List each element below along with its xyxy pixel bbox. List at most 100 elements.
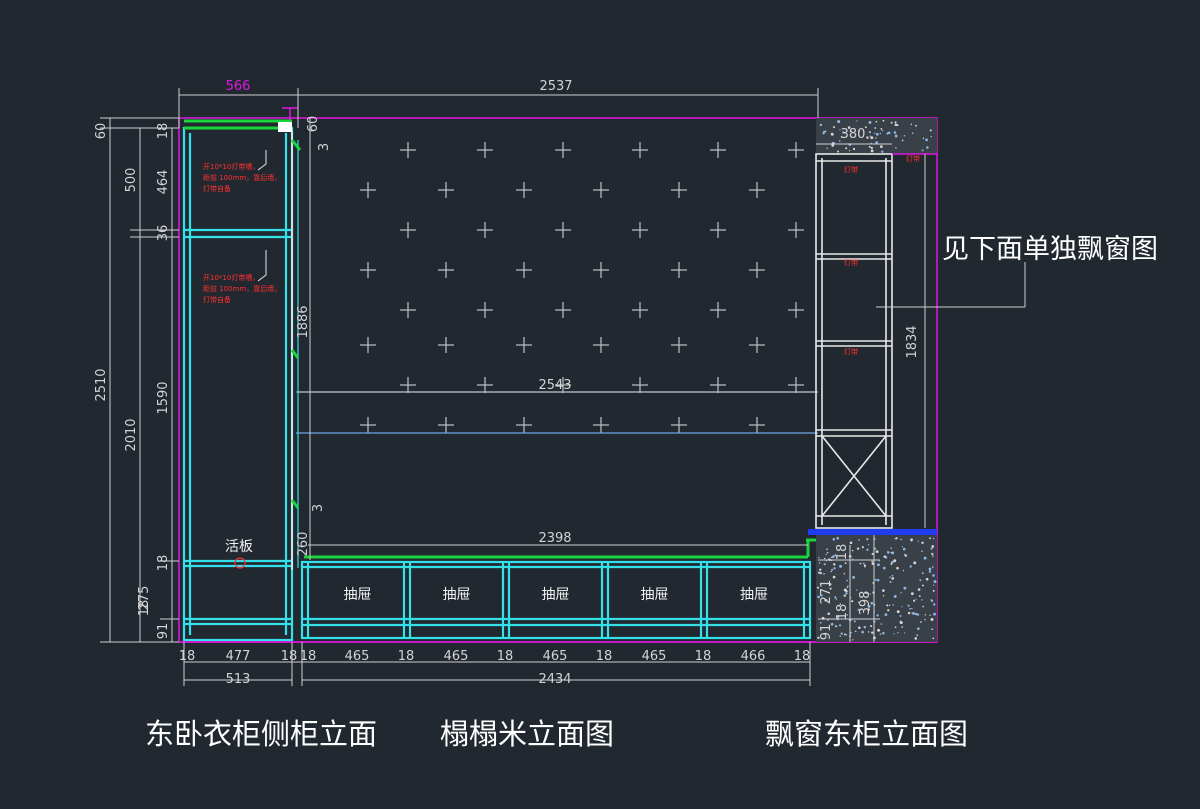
stone-speckle — [819, 621, 822, 624]
stone-speckle — [846, 614, 848, 616]
stone-speckle — [853, 620, 856, 623]
stone-speckle — [873, 132, 876, 134]
stone-speckle — [837, 120, 839, 122]
stone-speckle — [844, 562, 847, 565]
stone-speckle — [882, 631, 885, 635]
stone-speckle — [894, 121, 897, 124]
dim-mid-1886: 1886 — [296, 305, 311, 338]
stone-speckle — [910, 123, 913, 126]
stone-speckle — [823, 563, 826, 566]
stone-speckle — [868, 130, 871, 134]
stone-speckle — [896, 566, 899, 570]
stone-speckle — [912, 611, 915, 615]
stone-speckle — [912, 132, 914, 134]
stone-speckle — [879, 633, 881, 635]
stone-speckle — [839, 564, 842, 568]
stone-speckle — [928, 567, 932, 571]
stone-speckle — [886, 604, 889, 607]
stone-speckle — [866, 548, 869, 551]
stone-speckle — [932, 537, 935, 540]
stone-speckle — [867, 604, 871, 608]
stone-speckle — [890, 547, 892, 549]
stone-speckle — [930, 547, 933, 550]
stone-speckle — [914, 637, 918, 640]
stone-speckle — [877, 628, 881, 632]
stone-speckle — [925, 577, 929, 581]
stone-speckle — [840, 136, 843, 138]
stone-speckle — [933, 612, 936, 616]
stone-speckle — [899, 614, 902, 618]
stone-speckle — [831, 143, 835, 147]
dim-bottom-segment: 18 — [794, 649, 811, 664]
stone-speckle — [834, 554, 837, 556]
stone-speckle — [890, 562, 893, 565]
stone-speckle — [932, 589, 935, 592]
dim-total-bed: 2434 — [538, 672, 571, 687]
stone-speckle — [852, 639, 854, 641]
stone-speckle — [843, 633, 846, 636]
stone-speckle — [923, 556, 927, 560]
dim-mid-260: 260 — [296, 532, 311, 557]
stone-speckle — [881, 150, 884, 153]
stone-speckle — [823, 572, 825, 575]
stone-speckle — [900, 538, 902, 541]
stone-speckle — [826, 551, 829, 554]
stone-speckle — [833, 126, 836, 129]
stone-speckle — [830, 570, 832, 573]
dim-wall-width: 2543 — [538, 378, 571, 393]
stone-speckle — [875, 550, 879, 554]
stone-speckle — [856, 547, 860, 550]
stone-speckle — [931, 545, 935, 548]
stone-speckle — [863, 625, 867, 629]
stone-speckle — [817, 595, 820, 599]
stone-speckle — [843, 588, 847, 592]
stone-speckle — [929, 537, 931, 540]
stone-speckle — [893, 594, 897, 598]
stone-speckle — [919, 579, 922, 582]
stone-speckle — [903, 134, 906, 137]
stone-speckle — [840, 632, 843, 635]
stone-speckle — [836, 615, 840, 618]
stone-speckle — [819, 571, 822, 574]
dimension-lines — [100, 88, 1026, 686]
stone-speckle — [871, 631, 874, 634]
dim-bottom-segment: 18 — [596, 649, 613, 664]
dim-bottom-segment: 18 — [497, 649, 514, 664]
stone-speckle — [911, 612, 913, 614]
drawer-label: 抽屉 — [740, 587, 768, 603]
stone-speckle — [933, 580, 937, 584]
stone-speckle — [848, 149, 851, 152]
stone-speckle — [874, 547, 877, 550]
dim-total-left: 513 — [226, 672, 251, 687]
stone-speckle — [890, 551, 892, 554]
stone-speckle — [893, 633, 895, 635]
stone-speckle — [839, 635, 842, 638]
stone-speckle — [890, 121, 893, 124]
stone-speckle — [868, 544, 870, 546]
stone-speckle — [886, 133, 888, 135]
dim-left-inner: 18 — [137, 600, 152, 617]
stone-speckle — [824, 130, 827, 133]
stone-speckle — [823, 130, 826, 133]
stone-speckle — [894, 134, 898, 138]
dim-left-outer-60: 60 — [94, 123, 109, 140]
stone-speckle — [847, 126, 851, 129]
stone-speckle — [891, 574, 894, 577]
stone-speckle — [882, 589, 885, 592]
stone-speckle — [833, 563, 836, 566]
stone-speckle — [929, 614, 931, 616]
stone-speckle — [894, 626, 897, 628]
stone-speckle — [856, 589, 858, 591]
dim-left-outer-2510: 2510 — [94, 368, 109, 401]
stone-speckle — [891, 577, 895, 580]
stone-speckle — [924, 619, 926, 621]
stone-speckle — [874, 538, 876, 540]
dim-left-inner: 464 — [156, 170, 171, 195]
stone-speckle — [866, 592, 869, 595]
stone-speckle — [866, 136, 869, 139]
stone-speckle — [893, 131, 897, 134]
stone-speckle — [932, 566, 934, 568]
stone-speckle — [869, 593, 871, 595]
panel-label: 活板 — [225, 539, 253, 555]
